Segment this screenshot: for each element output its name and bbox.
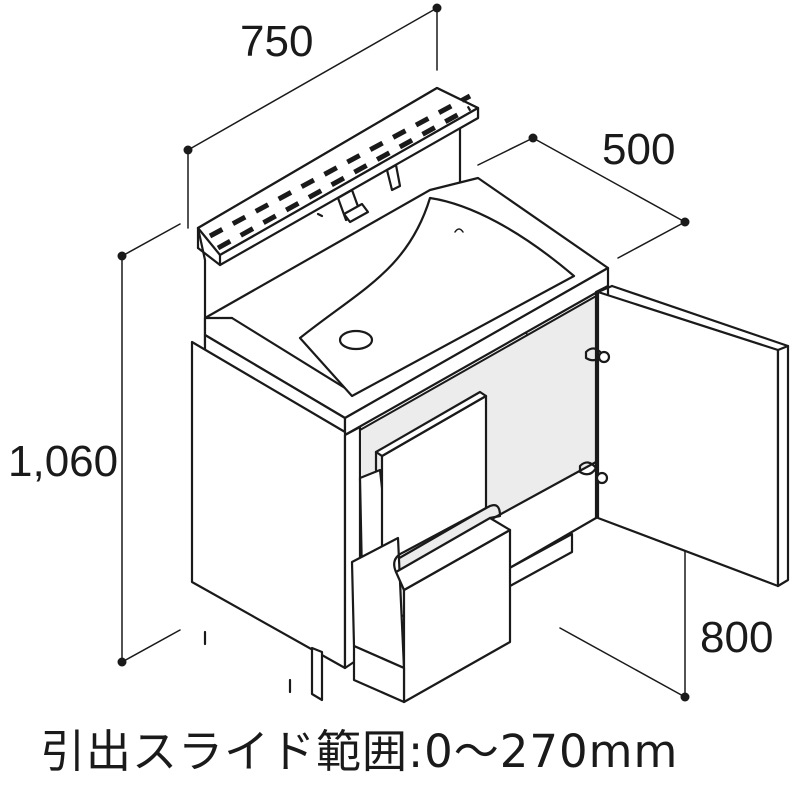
depth-dimension-label: 500 <box>602 125 675 174</box>
cabinet-door[interactable] <box>596 284 790 588</box>
sink-basin <box>298 196 576 398</box>
depth-dimension-line <box>477 133 690 259</box>
total-height-dimension-line <box>117 223 181 667</box>
door-hinge-icon <box>578 347 611 485</box>
width-dimension-line <box>183 3 442 229</box>
width-dimension-label: 750 <box>240 17 313 66</box>
drain-icon <box>338 329 374 351</box>
faucet-icon <box>316 163 402 224</box>
total-height-dimension-label: 1,060 <box>8 437 118 486</box>
counter-height-dimension-label: 800 <box>700 613 773 662</box>
lower-drawer[interactable] <box>350 504 512 704</box>
drawer-slide-range-caption: 引出スライド範囲:0～270mm <box>40 725 679 778</box>
